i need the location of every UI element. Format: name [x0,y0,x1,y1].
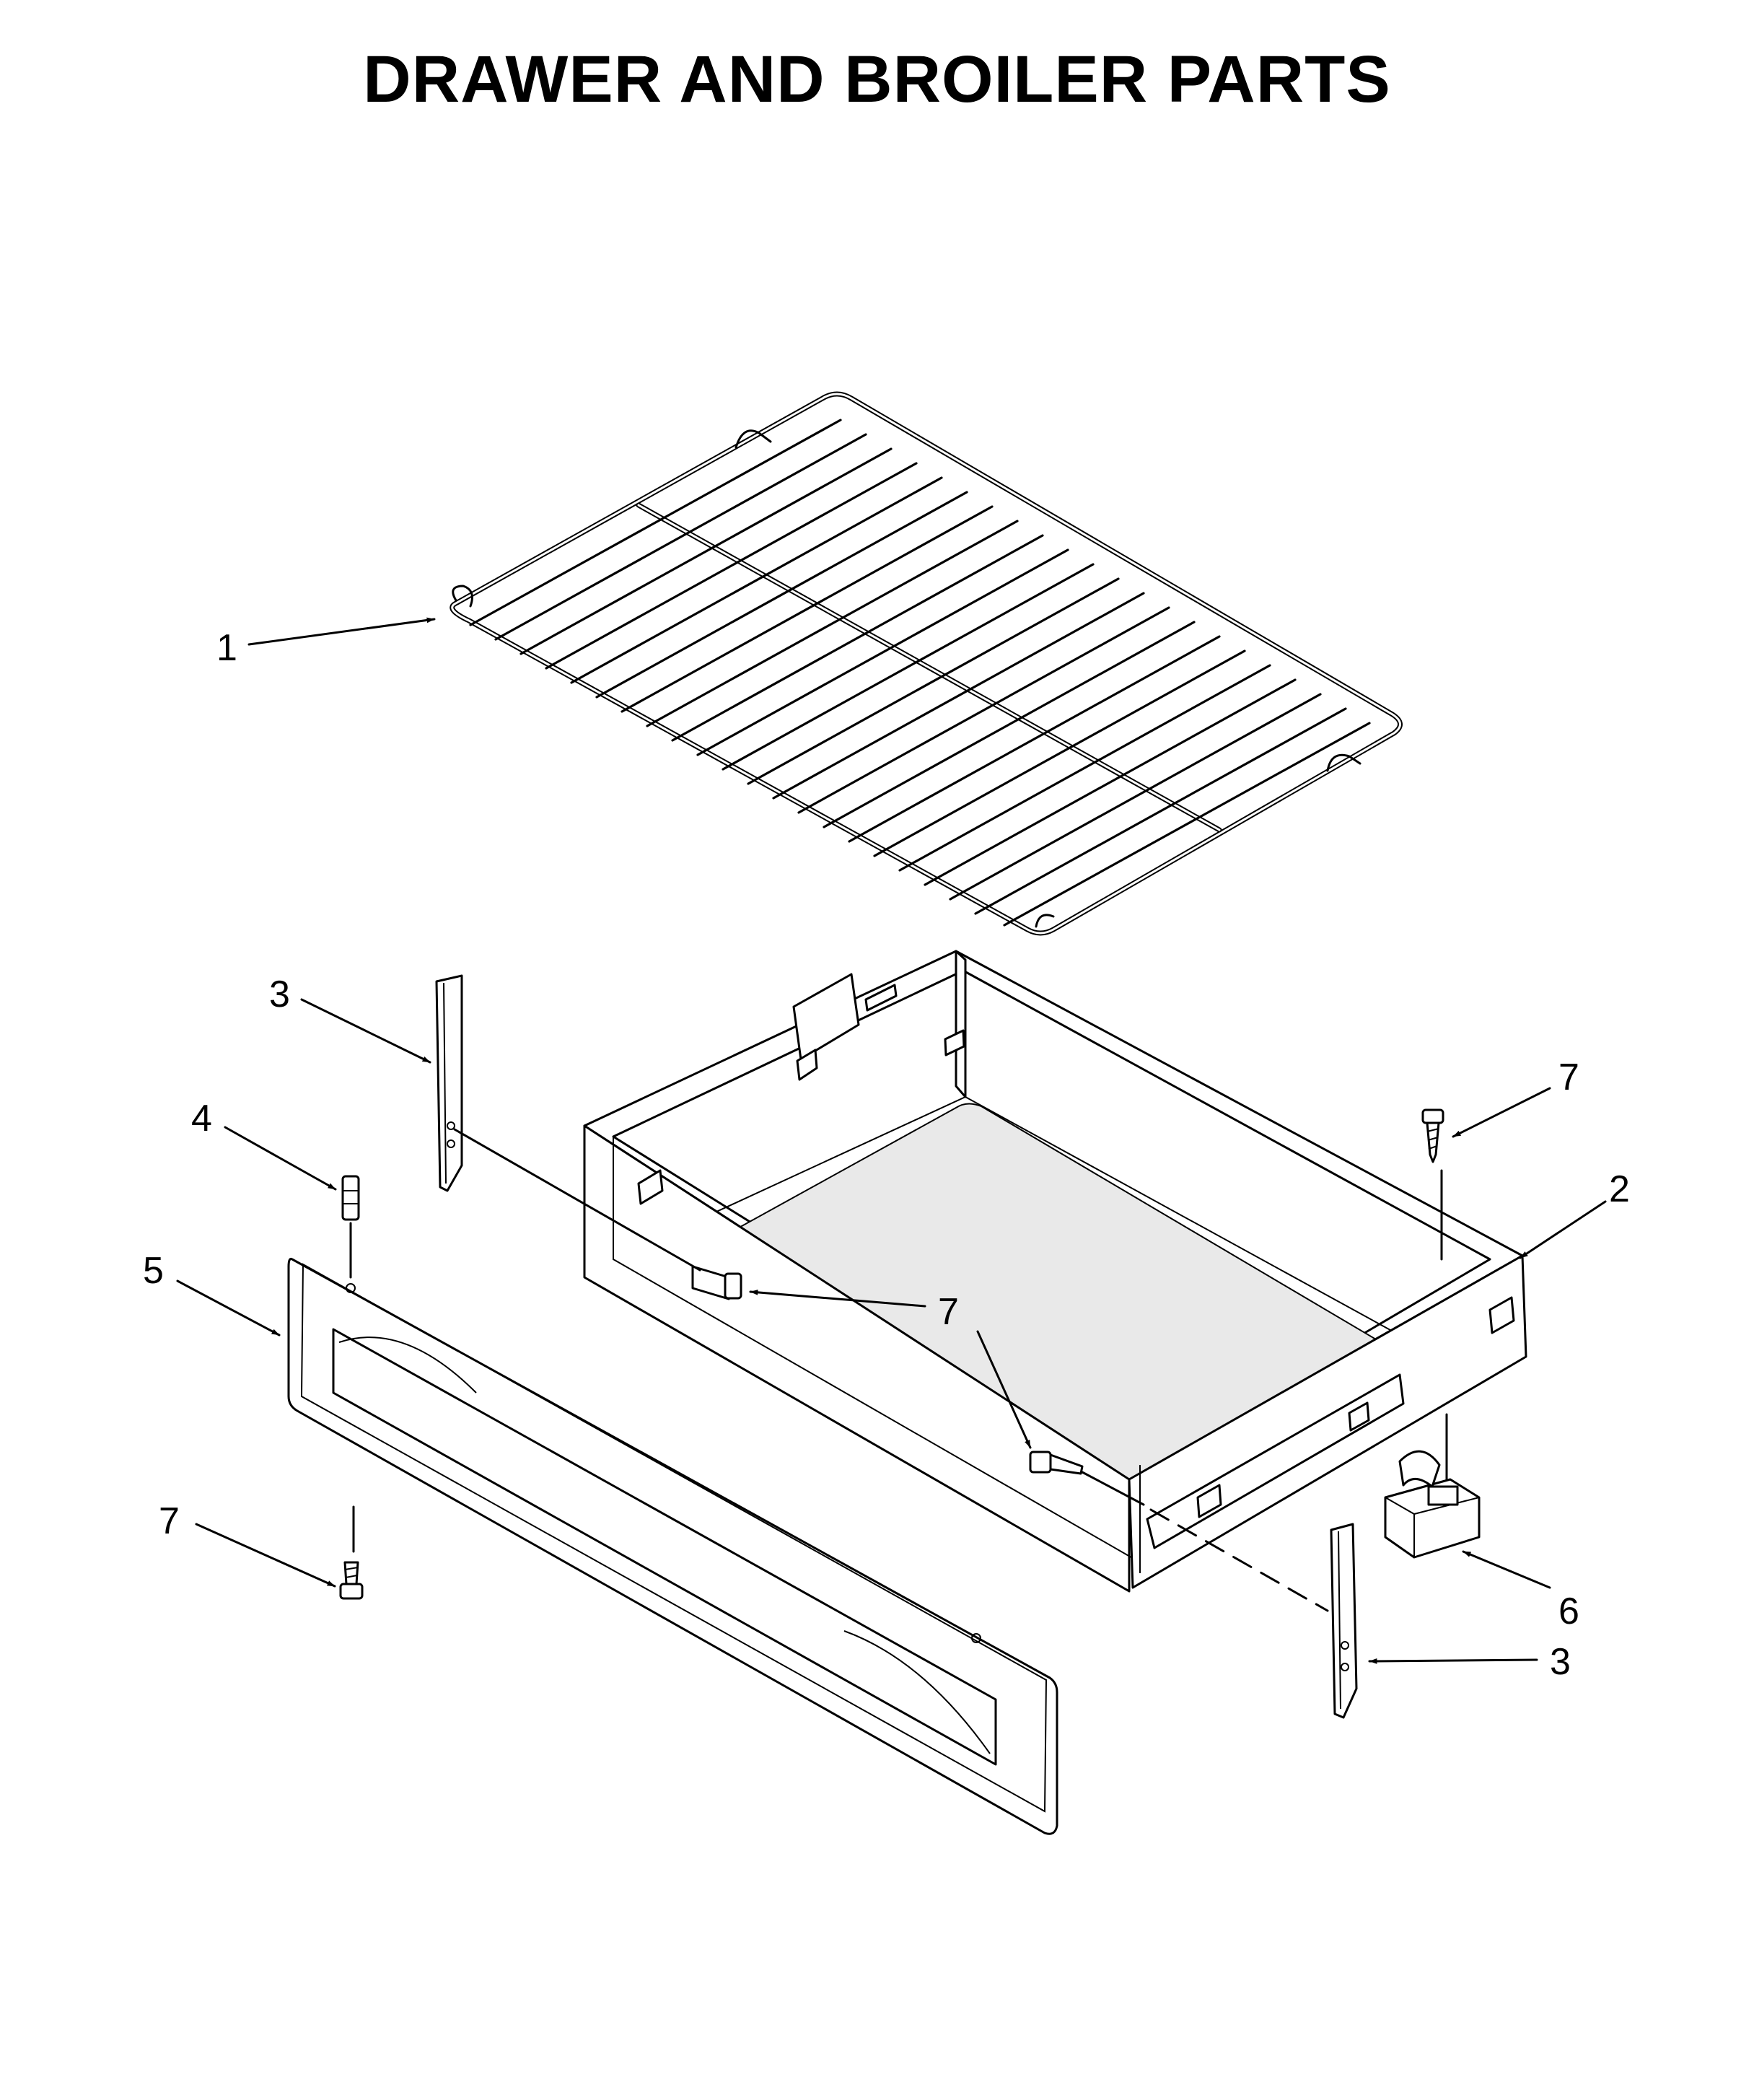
drawer-slide-left [435,974,463,1192]
screw-top-right [1421,1108,1444,1261]
callout-4: 4 [191,1098,212,1139]
drawer-slide-right [1330,1523,1358,1719]
callout-7-left: 7 [159,1500,180,1542]
callout-6: 6 [1558,1591,1579,1632]
callout-5: 5 [143,1250,164,1292]
oven-rack [450,391,1403,936]
broiler-bracket [1384,1413,1481,1559]
screw-mid [1029,1451,1084,1475]
leader-arrows [176,617,1607,1664]
callout-3-bottom: 3 [1550,1641,1571,1683]
drawer-pin [341,1175,360,1279]
page-title: DRAWER AND BROILER PARTS [363,43,1391,116]
callout-3-top: 3 [269,974,290,1015]
drawer-front-panel [287,1258,1058,1835]
callout-2: 2 [1609,1168,1630,1210]
callout-7-top-right: 7 [1558,1056,1579,1098]
screw-left [339,1505,364,1600]
callout-7-center: 7 [938,1291,959,1333]
screw-center [691,1265,742,1300]
rack-wires [469,419,1371,927]
callout-1: 1 [216,627,237,669]
drawer-box [583,950,1527,1593]
